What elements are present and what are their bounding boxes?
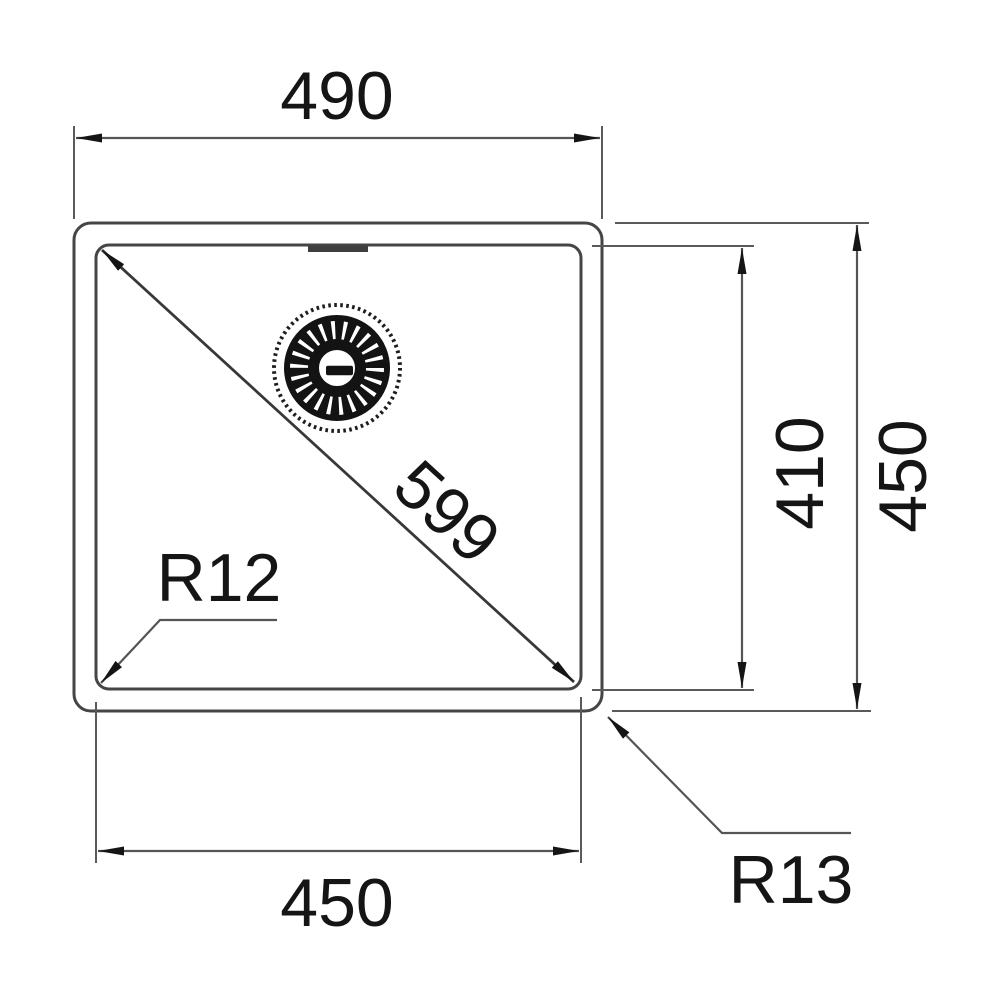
dimension-inner-width	[95, 697, 582, 863]
inner-radius-leader-line	[100, 618, 277, 684]
leader-outer-radius	[607, 716, 851, 835]
diagonal-dimension-line	[101, 248, 575, 684]
strainer-center-slot	[326, 365, 353, 376]
label-outer-radius: R13	[728, 842, 854, 918]
sink-outer-edge	[72, 221, 604, 713]
label-inner-height: 410	[762, 416, 838, 530]
label-inner-width: 450	[280, 865, 394, 941]
dimension-inner-height	[592, 245, 754, 691]
dimension-diagonal	[101, 248, 575, 684]
drain-strainer-icon	[272, 303, 402, 433]
label-outer-width: 490	[280, 58, 394, 134]
label-inner-radius: R12	[156, 540, 282, 616]
dimension-outer-width	[73, 126, 603, 219]
dimension-outer-height	[612, 222, 871, 712]
sink-bowl-edge	[94, 243, 583, 691]
leader-inner-radius	[100, 618, 277, 684]
outer-radius-leader-line	[607, 716, 851, 835]
label-outer-height: 450	[865, 419, 941, 533]
sink-outline	[72, 221, 604, 713]
